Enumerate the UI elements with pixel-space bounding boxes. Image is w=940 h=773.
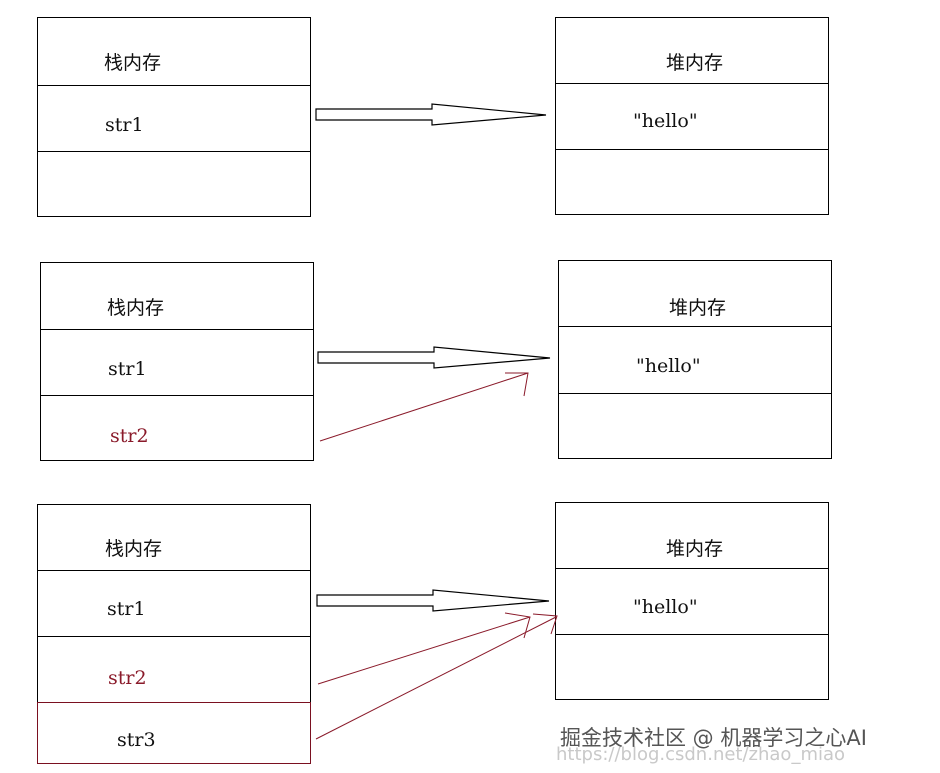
stack-title-2: 栈内存 [107,297,165,319]
faded-watermark-url: https://blog.csdn.net/zhao_miao [556,744,846,765]
stack-title-3: 栈内存 [105,538,163,560]
block-arrow-2 [317,346,551,369]
heap-value-label: "hello" [633,596,698,618]
stack-var-label: str3 [117,729,156,751]
heap-title-3: 堆内存 [666,538,724,560]
pointer-str2-2 [319,372,529,442]
heap-box-1: 堆内存 "hello" [555,17,829,215]
heap-value-label: "hello" [636,355,701,377]
stack-var-label-red: str2 [110,425,149,447]
stack-row-str1-3: str1 [37,570,311,637]
heap-box-3: 堆内存 "hello" [555,502,829,700]
arrowhead-str2-2 [505,372,529,397]
arrowhead-str2-3 [504,612,531,639]
block-arrow-1 [315,103,547,126]
stack-var-label: str1 [107,598,146,620]
stack-var-label: str1 [108,358,147,380]
heap-value-label: "hello" [633,110,698,132]
stack-box-1: 栈内存 str1 [37,17,311,217]
stack-var-label-red: str2 [108,667,147,689]
heap-row-hello-3: "hello" [555,568,829,635]
stack-title-1: 栈内存 [104,52,162,74]
heap-row-hello-1: "hello" [555,83,829,150]
watermark-text: 掘金技术社区 @ 机器学习之心AI [560,726,867,750]
stack-box-2: 栈内存 str1 str2 [40,262,314,461]
block-arrow-3 [316,589,550,612]
stack-row-str3-3: str3 [37,702,311,764]
pointer-str2-3 [317,616,531,685]
stack-row-str1-1: str1 [37,85,311,152]
arrowhead-str3-3 [532,613,558,635]
block-arrow-shape [315,103,547,126]
stack-var-label: str1 [105,114,144,136]
heap-title-2: 堆内存 [669,297,727,319]
heap-box-2: 堆内存 "hello" [558,260,832,459]
block-arrow-shape [316,589,550,612]
heap-row-hello-2: "hello" [558,326,832,394]
heap-title-1: 堆内存 [666,52,724,74]
stack-box-3: 栈内存 str1 str2 str3 [37,504,311,764]
block-arrow-shape [317,346,551,369]
pointer-str3-3 [315,616,557,740]
stack-row-str1-2: str1 [40,329,314,396]
